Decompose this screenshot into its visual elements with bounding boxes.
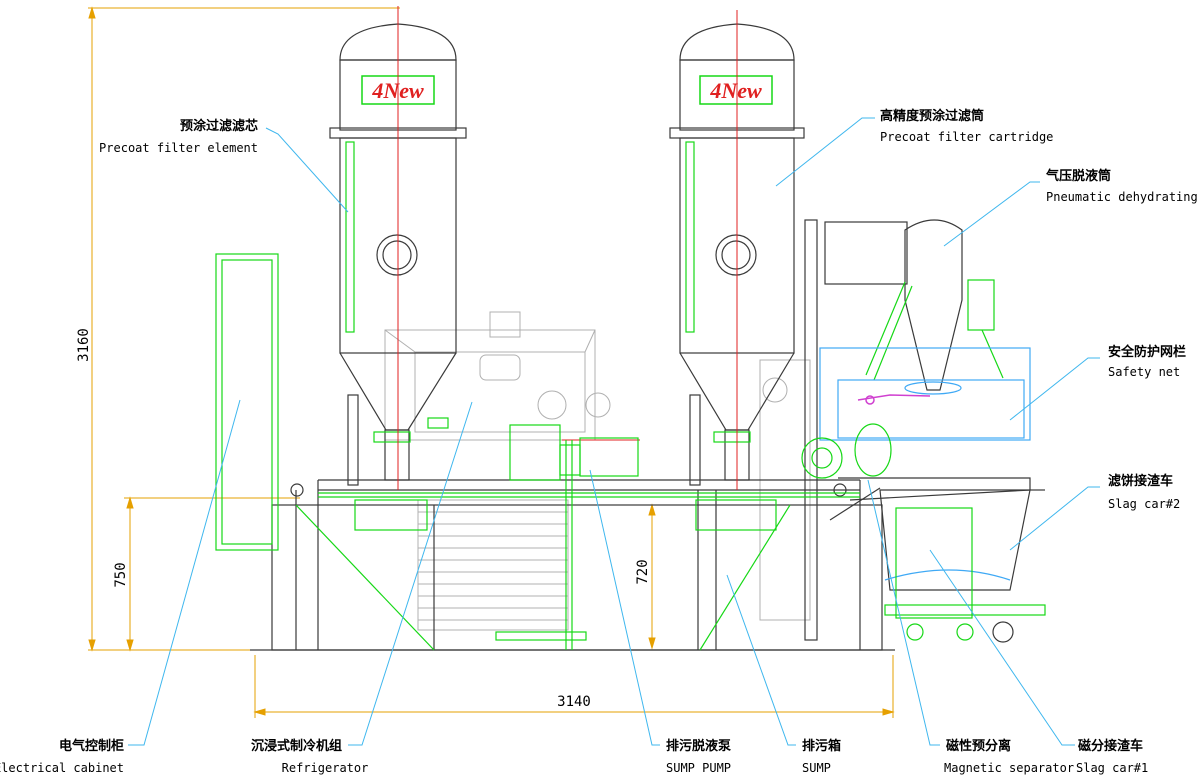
electrical-cabinet bbox=[215, 253, 279, 551]
magnetic-separator bbox=[801, 423, 892, 479]
label-cn: 磁性预分离 bbox=[946, 738, 1011, 754]
callout-slag-car-1: 磁分接渣车 Slag car#1 bbox=[1076, 738, 1148, 775]
right-tank-green-details bbox=[685, 141, 777, 531]
label-en: Pneumatic dehydrating bbox=[1046, 190, 1198, 204]
center-axes bbox=[397, 6, 738, 490]
refrigerator-unit bbox=[384, 311, 811, 631]
callout-sump-pump: 排污脱液泵 SUMP PUMP bbox=[666, 738, 731, 775]
label-cn: 排污脱液泵 bbox=[666, 738, 731, 754]
callout-magnetic-separator: 磁性预分离 Magnetic separator bbox=[944, 738, 1074, 775]
callout-slag-car-2: 滤饼接渣车 Slag car#2 bbox=[1108, 473, 1180, 511]
label-en: Refrigerator bbox=[282, 761, 369, 775]
sump-height-dimension: 720 bbox=[635, 559, 651, 584]
label-en: Slag car#1 bbox=[1076, 761, 1148, 775]
label-cn: 安全防护网栏 bbox=[1108, 344, 1186, 360]
pneumatic-dehydrator bbox=[824, 219, 963, 395]
label-cn: 磁分接渣车 bbox=[1078, 738, 1143, 754]
right-logo-frame bbox=[699, 75, 773, 105]
callout-leaders bbox=[128, 117, 1100, 746]
callout-precoat-filter-cartridge: 高精度预涂过滤筒 Precoat filter cartridge bbox=[880, 108, 1053, 144]
callout-electrical-cabinet: 电气控制柜 Electrical cabinet bbox=[0, 738, 124, 775]
label-cn: 气压脱液筒 bbox=[1046, 168, 1111, 184]
label-en: Slag car#2 bbox=[1108, 497, 1180, 511]
label-en: Precoat filter element bbox=[99, 141, 258, 155]
overall-height-dimension: 3160 bbox=[76, 328, 92, 362]
sump-pump-assembly bbox=[295, 424, 860, 651]
label-en: SUMP bbox=[802, 761, 831, 775]
callout-pneumatic-dehydrating: 气压脱液筒 Pneumatic dehydrating bbox=[1046, 168, 1198, 204]
callout-refrigerator: 沉浸式制冷机组 Refrigerator bbox=[251, 738, 368, 775]
label-en: Precoat filter cartridge bbox=[880, 130, 1053, 144]
label-en: SUMP PUMP bbox=[666, 761, 731, 775]
tank-height-dimension: 750 bbox=[113, 562, 129, 587]
slag-car-1 bbox=[884, 507, 1046, 643]
label-en: Magnetic separator bbox=[944, 761, 1074, 775]
right-logo-text: 4New bbox=[709, 78, 762, 103]
overall-width-dimension: 3140 bbox=[557, 694, 591, 710]
callout-precoat-filter-element: 预涂过滤滤芯 Precoat filter element bbox=[99, 118, 258, 155]
slag-car-2 bbox=[879, 489, 1031, 591]
dimension-lines bbox=[88, 6, 895, 718]
label-en: Safety net bbox=[1108, 365, 1180, 379]
pneumatic-cylinders bbox=[865, 279, 1004, 381]
left-tank-green-details bbox=[345, 141, 449, 531]
label-cn: 预涂过滤滤芯 bbox=[180, 118, 258, 134]
label-cn: 滤饼接渣车 bbox=[1108, 473, 1173, 489]
label-en: Electrical cabinet bbox=[0, 761, 124, 775]
label-cn: 电气控制柜 bbox=[59, 738, 124, 754]
label-cn: 沉浸式制冷机组 bbox=[251, 738, 342, 754]
slag-conveyor bbox=[829, 477, 1045, 521]
callout-safety-net: 安全防护网栏 Safety net bbox=[1108, 344, 1186, 379]
label-cn: 排污箱 bbox=[802, 738, 841, 754]
callout-sump: 排污箱 SUMP bbox=[802, 738, 841, 775]
label-cn: 高精度预涂过滤筒 bbox=[880, 108, 984, 124]
magenta-linkage bbox=[857, 394, 931, 405]
